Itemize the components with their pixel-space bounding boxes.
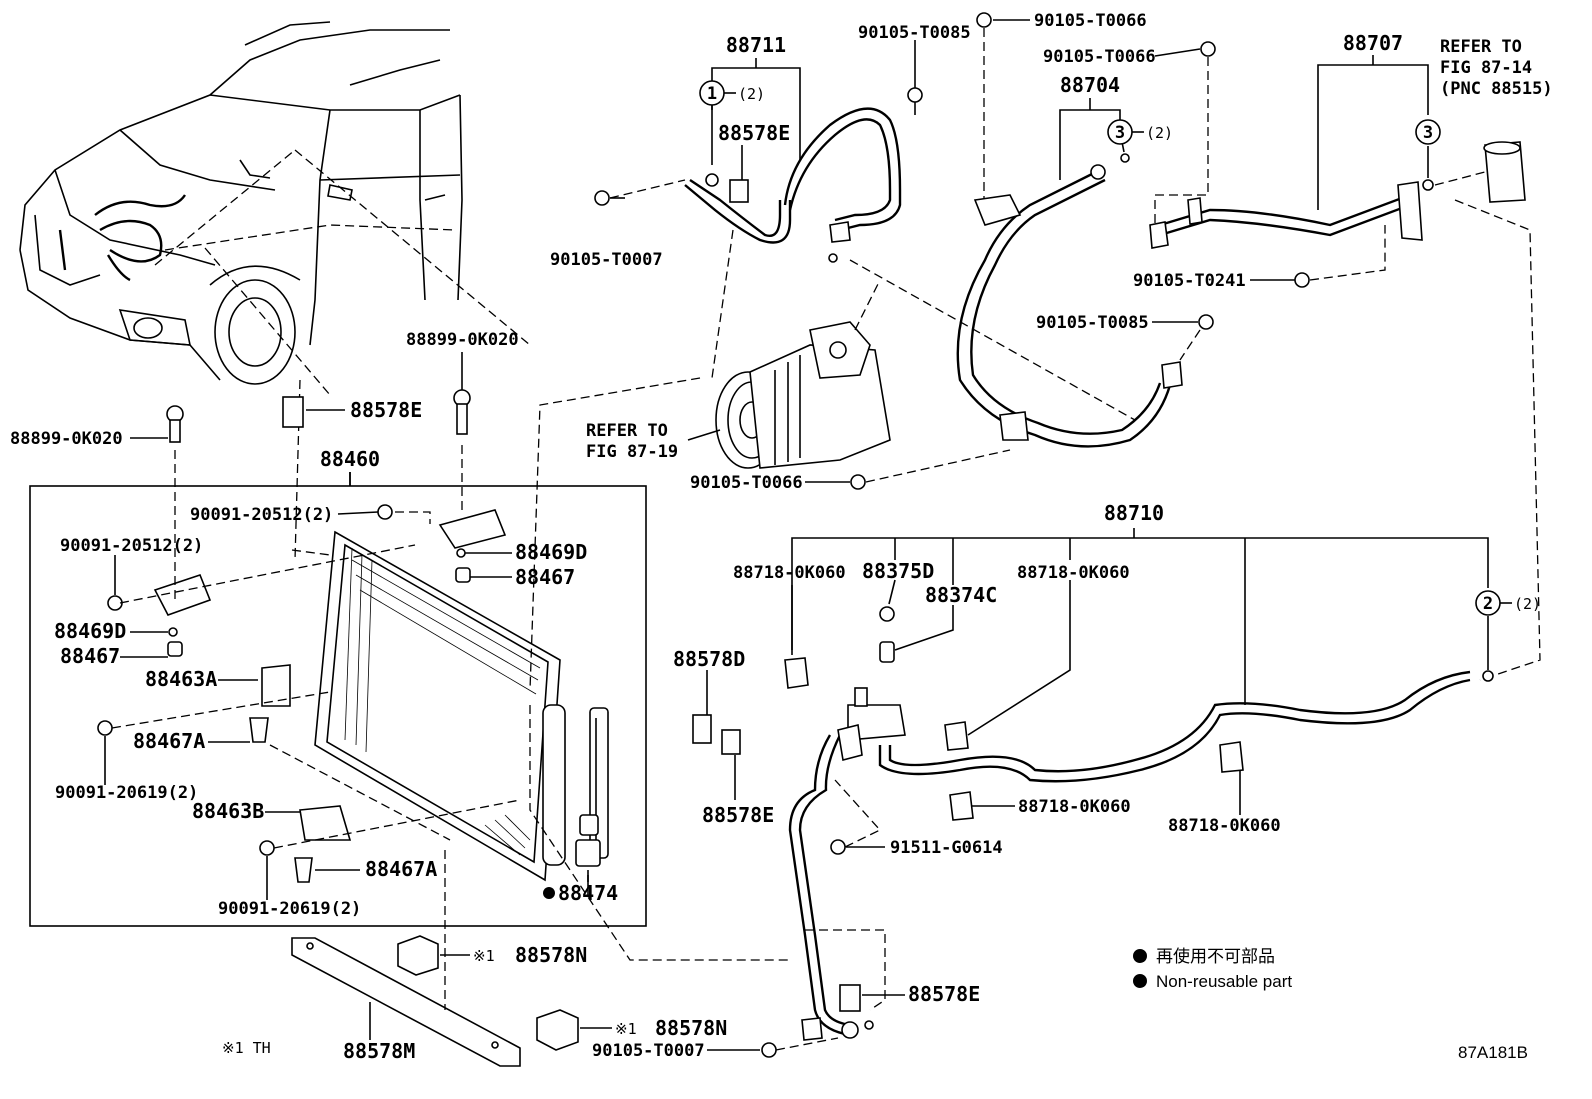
label-88718-0K060-c: 88718-0K060 <box>1018 797 1131 817</box>
leader-lines <box>104 19 1489 1051</box>
label-88474: 88474 <box>558 881 618 905</box>
callout-3b: 3 <box>1423 123 1433 143</box>
legend-en: Non-reusable part <box>1156 972 1292 991</box>
label-88578E-top: 88578E <box>718 121 790 145</box>
vehicle-leaders <box>154 149 531 396</box>
legend-jp: 再使用不可部品 <box>1156 946 1275 966</box>
label-90105-T0007-top: 90105-T0007 <box>550 250 663 270</box>
note-1-b: ※1 <box>615 1020 637 1038</box>
label-88469D-a: 88469D <box>515 540 587 564</box>
label-88578N-b: 88578N <box>655 1016 727 1040</box>
label-90091-20619-b: 90091-20619(2) <box>218 899 361 919</box>
label-90105-T0085-top: 90105-T0085 <box>858 23 971 43</box>
label-88578E-mid: 88578E <box>350 398 422 422</box>
callout-3a: 3 <box>1115 123 1125 143</box>
hose-88704 <box>850 41 1216 490</box>
misc-parts <box>166 389 579 1067</box>
label-88899-0K020-a: 88899-0K020 <box>406 330 519 350</box>
callout-circles <box>699 80 1512 616</box>
callout-3a-qty: (2) <box>1146 124 1173 142</box>
label-88718-0K060-d: 88718-0K060 <box>1168 816 1281 836</box>
note-1-a: ※1 <box>473 947 495 965</box>
label-88467-a: 88467 <box>515 565 575 589</box>
callout-2-qty: (2) <box>1514 595 1541 613</box>
part-labels: 1 (2) 3 (2) 3 2 (2) 88711 90105-T0085 90… <box>10 11 1553 1063</box>
label-88578M: 88578M <box>343 1039 415 1063</box>
label-88578N-a: 88578N <box>515 943 587 967</box>
vehicle-illustration <box>19 21 463 385</box>
label-refer-87-14-b: FIG 87-14 <box>1440 58 1532 78</box>
callout-2: 2 <box>1483 594 1493 614</box>
label-88707: 88707 <box>1343 31 1403 55</box>
label-90091-20619-a: 90091-20619(2) <box>55 783 198 803</box>
label-88578D: 88578D <box>673 647 745 671</box>
label-88718-0K060-a: 88718-0K060 <box>733 563 846 583</box>
legend-dot-jp <box>1133 949 1147 963</box>
label-91511-G0614: 91511-G0614 <box>890 838 1003 858</box>
callout-1-qty: (2) <box>738 85 765 103</box>
figure-code: 87A181B <box>1458 1043 1528 1062</box>
label-88467-b: 88467 <box>60 644 120 668</box>
label-88711: 88711 <box>726 33 786 57</box>
label-88578E-low: 88578E <box>702 803 774 827</box>
label-90105-T0066-b: 90105-T0066 <box>1043 47 1156 67</box>
label-90105-T0241: 90105-T0241 <box>1133 271 1246 291</box>
condenser-assembly-box <box>29 379 647 927</box>
callout-1: 1 <box>707 84 717 104</box>
label-90105-T0085-mid: 90105-T0085 <box>1036 313 1149 333</box>
label-88704: 88704 <box>1060 73 1120 97</box>
label-88710: 88710 <box>1104 501 1164 525</box>
hose-88707 <box>1149 141 1541 681</box>
label-88375D: 88375D <box>862 559 934 583</box>
label-90091-20512-b: 90091-20512(2) <box>60 536 203 556</box>
legend-dot-en <box>1133 974 1147 988</box>
label-88467A-b: 88467A <box>365 857 437 881</box>
label-refer-87-19-b: FIG 87-19 <box>586 442 678 462</box>
label-90105-T0007-bot: 90105-T0007 <box>592 1041 705 1061</box>
label-90091-20512-a: 90091-20512(2) <box>190 505 333 525</box>
label-88899-0K020-b: 88899-0K020 <box>10 429 123 449</box>
label-90105-T0066-top: 90105-T0066 <box>1034 11 1147 31</box>
note-th: ※1 TH <box>222 1039 271 1057</box>
label-refer-87-14-a: REFER TO <box>1440 37 1522 57</box>
compressor <box>529 229 1136 691</box>
label-88460: 88460 <box>320 447 380 471</box>
label-88463B: 88463B <box>192 799 264 823</box>
label-90105-T0066-c: 90105-T0066 <box>690 473 803 493</box>
hose-88710 <box>529 606 1494 1058</box>
hose-88711 <box>594 12 992 263</box>
label-88469D-b: 88469D <box>54 619 126 643</box>
label-88374C: 88374C <box>925 583 997 607</box>
label-88463A: 88463A <box>145 667 217 691</box>
label-refer-87-14-c: (PNC 88515) <box>1440 79 1553 99</box>
label-refer-87-19-a: REFER TO <box>586 421 668 441</box>
label-88467A-a: 88467A <box>133 729 205 753</box>
label-88718-0K060-b: 88718-0K060 <box>1017 563 1130 583</box>
label-88578E-bot: 88578E <box>908 982 980 1006</box>
